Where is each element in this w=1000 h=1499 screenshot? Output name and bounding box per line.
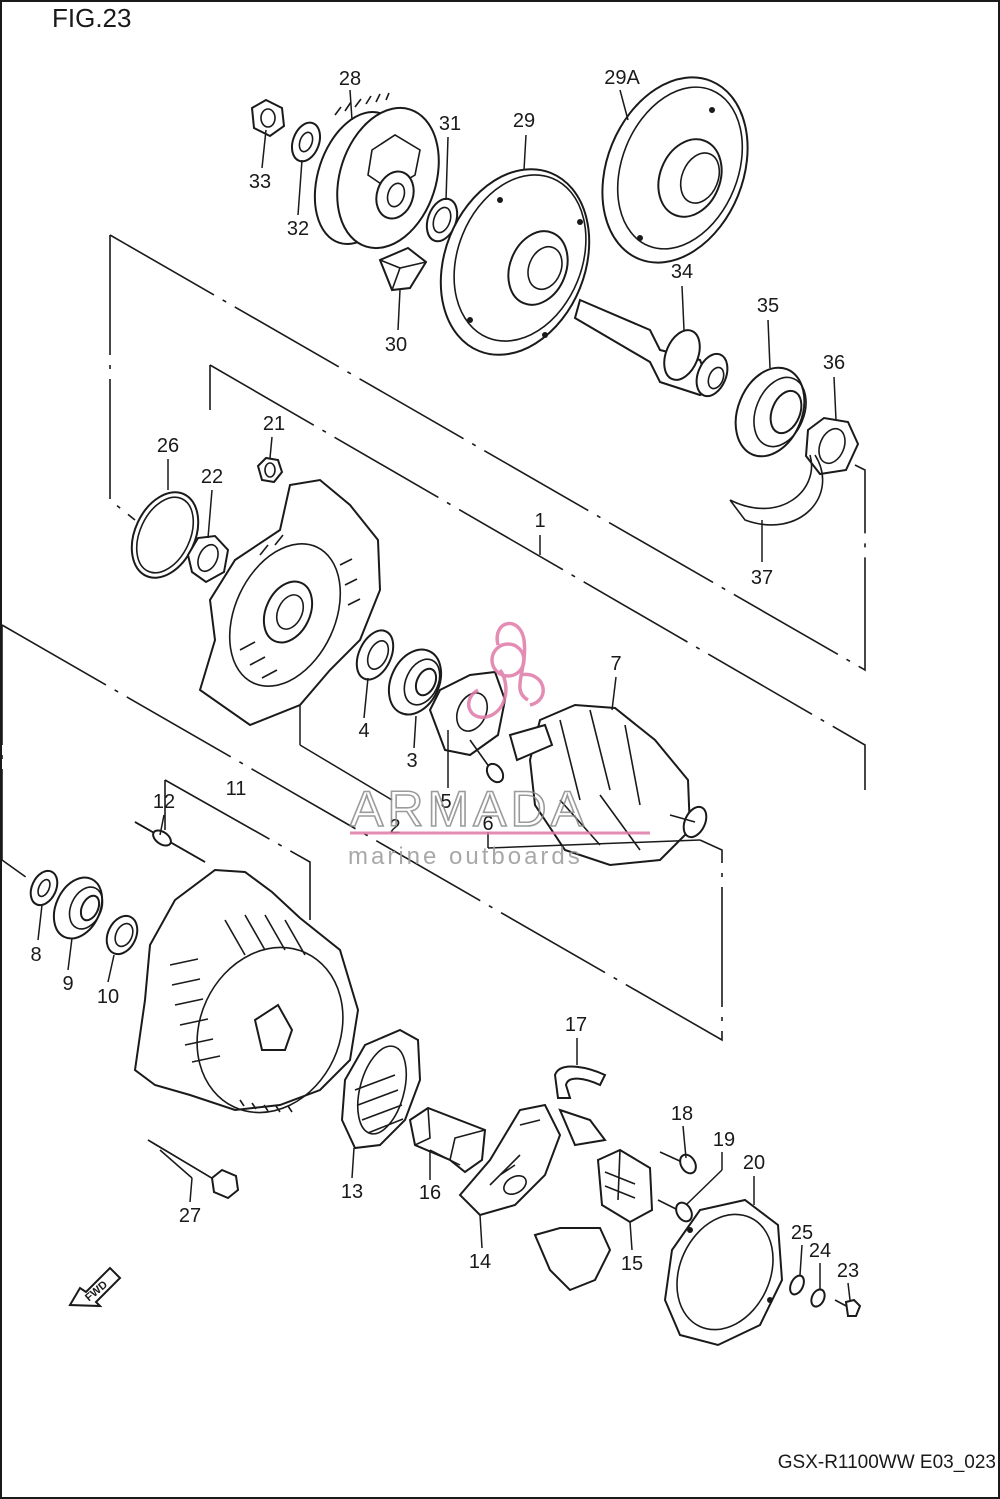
callout-30: 30	[385, 334, 407, 356]
seal-4-inner	[366, 640, 390, 670]
regulator-15	[596, 1148, 654, 1224]
rectifier-14	[458, 1103, 607, 1217]
figure-title: FIG.23	[52, 3, 131, 33]
group-bracket-lower-left	[1, 625, 31, 881]
brush-holder-16	[408, 1106, 487, 1174]
callout-31: 31	[439, 113, 461, 135]
callout-4: 4	[358, 720, 369, 742]
callout-27: 27	[179, 1205, 201, 1227]
retaining-clip-37	[729, 454, 824, 526]
callout-23: 23	[837, 1260, 859, 1282]
watermark-brand: ARMADA	[350, 781, 588, 837]
seal-4	[355, 629, 395, 681]
callout-20: 20	[743, 1152, 765, 1174]
callout-16: 16	[419, 1182, 441, 1204]
washer-8	[29, 869, 59, 907]
callout-37: 37	[751, 567, 773, 589]
rear-cover-20	[663, 1198, 784, 1347]
ring-10-inner	[114, 922, 134, 948]
rotor-7	[508, 703, 708, 867]
group-bracket-upper-left	[109, 235, 136, 521]
stator-13	[340, 1028, 422, 1150]
callout-28: 28	[339, 68, 361, 90]
screw-19	[657, 1199, 693, 1223]
callout-19: 19	[713, 1129, 735, 1151]
callout-29a: 29A	[604, 67, 640, 89]
forward-direction-arrow: FWD	[68, 1266, 122, 1308]
watermark-tagline: marine outboards	[348, 843, 583, 870]
through-bolt-27	[147, 1139, 240, 1200]
callout-15: 15	[621, 1253, 643, 1275]
callout-34: 34	[671, 261, 693, 283]
callout-33: 33	[249, 171, 271, 193]
callout-7: 7	[610, 653, 621, 675]
callout-11: 11	[226, 778, 247, 800]
clutch-housing-29a	[601, 76, 749, 264]
lock-washer-24	[810, 1288, 826, 1308]
callout-6: 6	[482, 813, 493, 835]
callout-22: 22	[201, 466, 223, 488]
o-ring-26-inner	[135, 496, 195, 574]
callout-2: 2	[389, 816, 400, 838]
callout-21: 21	[263, 413, 285, 435]
watermark-logo	[466, 621, 545, 719]
group-bracket-lower	[1, 624, 723, 1042]
callout-leaders	[37, 89, 851, 1301]
key-30	[378, 246, 428, 292]
clutch-plate-29	[439, 168, 591, 356]
callout-24: 24	[809, 1240, 831, 1262]
assembly-group-brackets	[1, 234, 866, 1042]
callout-5: 5	[440, 791, 451, 813]
bearing-3	[387, 648, 443, 716]
screw-6	[469, 739, 505, 784]
screw-18	[659, 1151, 697, 1175]
nut-21	[256, 456, 284, 484]
callout-8: 8	[30, 944, 41, 966]
bearing-9	[52, 876, 104, 940]
washer-32	[290, 121, 322, 163]
callout-25: 25	[791, 1222, 813, 1244]
bearing-35	[734, 366, 807, 458]
callout-labels: 1 2 3 4 5 6 7 8 9 10 11 12 13 14 15 16 1…	[30, 67, 859, 1282]
figure-code: GSX-R1100WW E03_023	[778, 1452, 996, 1473]
callout-9: 9	[62, 973, 73, 995]
group-bracket-1	[209, 364, 866, 790]
nut-23	[834, 1298, 862, 1317]
shaft-34	[573, 298, 729, 398]
callout-32: 32	[287, 218, 309, 240]
callout-12: 12	[153, 791, 175, 813]
group-bracket-upper	[109, 234, 866, 672]
callout-26: 26	[157, 435, 179, 457]
callout-13: 13	[341, 1181, 363, 1203]
oil-seal-22	[186, 534, 230, 584]
ring-10	[105, 914, 139, 956]
front-housing	[198, 478, 382, 727]
callout-18: 18	[671, 1103, 693, 1125]
callout-10: 10	[97, 986, 119, 1008]
stud-bolt-12	[134, 821, 206, 863]
washer-8-inner	[37, 878, 51, 898]
nut-36	[804, 416, 860, 476]
callout-17: 17	[565, 1014, 587, 1036]
nut-33	[250, 98, 286, 138]
callout-14: 14	[469, 1251, 491, 1273]
rear-housing-11	[133, 868, 360, 1114]
terminal-block	[533, 1227, 612, 1292]
watermark: ARMADA marine outboards	[348, 621, 650, 870]
washer-25	[789, 1274, 805, 1296]
terminal-clip-17	[553, 1065, 607, 1099]
group-bracket-11	[164, 779, 311, 920]
pulley-28	[313, 92, 440, 250]
callout-1: 1	[534, 510, 545, 532]
callout-35: 35	[757, 295, 779, 317]
callout-29: 29	[513, 110, 535, 132]
callout-36: 36	[823, 352, 845, 374]
callout-3: 3	[406, 750, 417, 772]
